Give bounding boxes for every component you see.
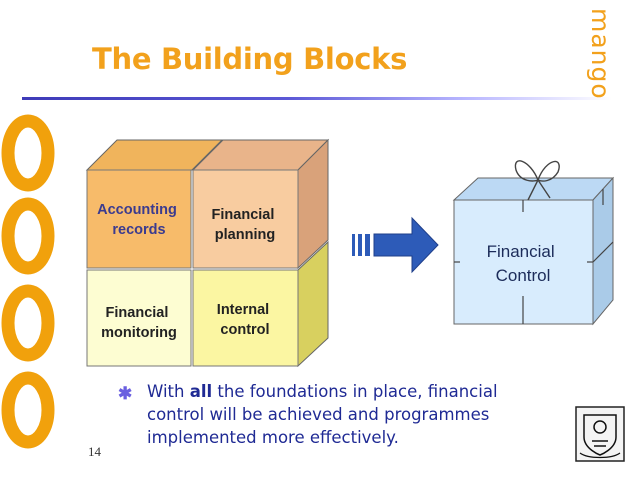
right-arrow-icon (352, 216, 439, 274)
orange-rings-decoration (1, 114, 55, 449)
financial-control-label: Financial Control (487, 242, 560, 285)
asterisk-bullet-icon: ✱ (118, 384, 133, 403)
ring-3 (1, 284, 55, 362)
financial-monitoring-block (86, 269, 192, 367)
crest-logo-icon (575, 406, 625, 462)
ring-4 (1, 371, 55, 449)
accounting-records-label: Accounting records (97, 202, 181, 238)
ring-2 (1, 197, 55, 275)
gift-bow (514, 160, 560, 201)
bullet-text: With all the foundations in place, finan… (147, 382, 498, 447)
financial-planning-label: Financial planning (212, 207, 279, 243)
internal-control-block (192, 269, 299, 367)
ring-1 (1, 114, 55, 192)
financial-monitoring-label: Financial monitoring (101, 305, 177, 341)
internal-control-label: Internal control (217, 302, 273, 338)
slide-title: The Building Blocks (92, 42, 408, 76)
bullet-emphasis: all (189, 382, 213, 401)
gift-box-icon: Financial Control (452, 160, 615, 326)
financial-planning-block (192, 169, 299, 269)
page-number: 14 (88, 444, 101, 459)
title-underline (22, 97, 612, 100)
accounting-records-block (86, 169, 192, 269)
building-blocks-diagram: Accounting records Financial planning Fi… (85, 138, 330, 368)
brand-mango: mango (586, 8, 615, 100)
